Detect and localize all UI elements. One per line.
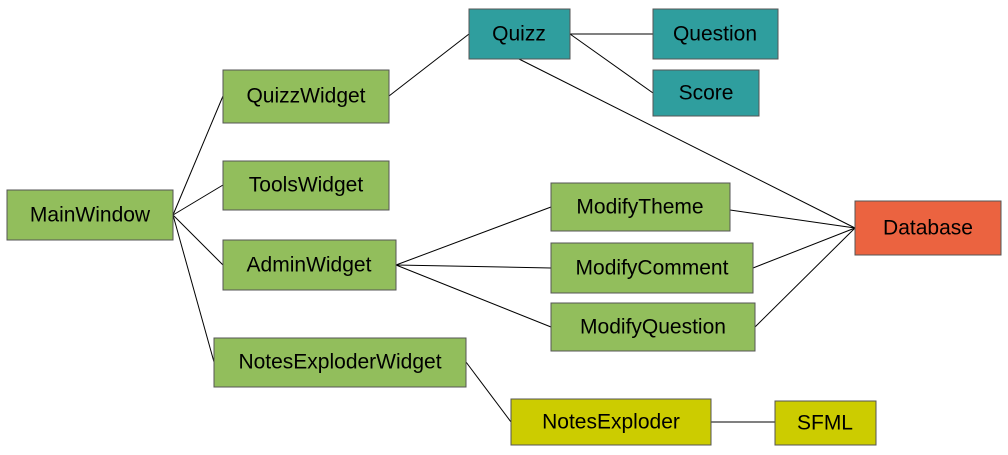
node-label-score: Score xyxy=(679,82,734,105)
edge-adminwidget-modifycomment xyxy=(395,264,552,269)
node-box-quizzwidget xyxy=(222,69,390,124)
node-label-toolswidget: ToolsWidget xyxy=(249,174,364,197)
node-label-mainwindow: MainWindow xyxy=(30,204,151,227)
edge-adminwidget-modifyquestion xyxy=(395,264,552,328)
node-label-adminwidget: AdminWidget xyxy=(247,254,372,277)
node-quizz: Quizz xyxy=(468,8,571,60)
edge-mainwindow-toolswidget xyxy=(172,184,224,216)
node-sfml: SFML xyxy=(774,400,877,446)
edge-quizz-database xyxy=(518,58,856,229)
node-question: Question xyxy=(652,8,779,60)
edge-quizzwidget-quizz xyxy=(388,33,470,97)
node-label-sfml: SFML xyxy=(797,412,853,435)
node-box-quizz xyxy=(468,8,571,60)
node-label-quizz: Quizz xyxy=(492,23,546,46)
node-toolswidget: ToolsWidget xyxy=(222,160,390,211)
node-label-modifycomment: ModifyComment xyxy=(576,257,729,280)
node-label-database: Database xyxy=(883,217,973,240)
node-modifytheme: ModifyTheme xyxy=(550,182,731,232)
edge-quizz-score xyxy=(569,33,654,94)
edge-mainwindow-quizzwidget xyxy=(172,95,224,216)
node-label-quizzwidget: QuizzWidget xyxy=(246,85,365,108)
node-mainwindow: MainWindow xyxy=(6,189,174,241)
node-box-question xyxy=(652,8,779,60)
node-modifycomment: ModifyComment xyxy=(550,242,754,294)
connector-lines xyxy=(172,33,856,423)
node-label-question: Question xyxy=(673,23,757,46)
edge-modifycomment-database xyxy=(752,227,856,269)
node-box-database xyxy=(854,200,1002,256)
edge-adminwidget-modifytheme xyxy=(395,206,552,266)
node-notesexploderwidget: NotesExploderWidget xyxy=(213,337,467,388)
edge-mainwindow-adminwidget xyxy=(172,214,224,266)
node-box-notesexploderwidget xyxy=(213,337,467,388)
node-label-modifyquestion: ModifyQuestion xyxy=(580,316,726,339)
node-database: Database xyxy=(854,200,1002,256)
node-score: Score xyxy=(652,69,760,117)
node-quizzwidget: QuizzWidget xyxy=(222,69,390,124)
node-box-sfml xyxy=(774,400,877,446)
node-box-adminwidget xyxy=(222,239,397,291)
node-label-notesexploder: NotesExploder xyxy=(542,411,680,434)
node-modifyquestion: ModifyQuestion xyxy=(550,302,756,352)
node-label-modifytheme: ModifyTheme xyxy=(576,196,703,219)
node-box-modifycomment xyxy=(550,242,754,294)
node-box-toolswidget xyxy=(222,160,390,211)
node-box-modifyquestion xyxy=(550,302,756,352)
node-box-notesexploder xyxy=(510,398,712,446)
node-label-notesexploderwidget: NotesExploderWidget xyxy=(238,351,441,374)
node-box-score xyxy=(652,69,760,117)
edge-mainwindow-notesexploderwidget xyxy=(172,214,215,363)
edge-notesexploderwidget-notesexploder xyxy=(465,361,512,423)
edge-modifytheme-database xyxy=(729,209,856,229)
node-adminwidget: AdminWidget xyxy=(222,239,397,291)
node-box-mainwindow xyxy=(6,189,174,241)
node-notesexploder: NotesExploder xyxy=(510,398,712,446)
node-box-modifytheme xyxy=(550,182,731,232)
edge-modifyquestion-database xyxy=(754,227,856,328)
